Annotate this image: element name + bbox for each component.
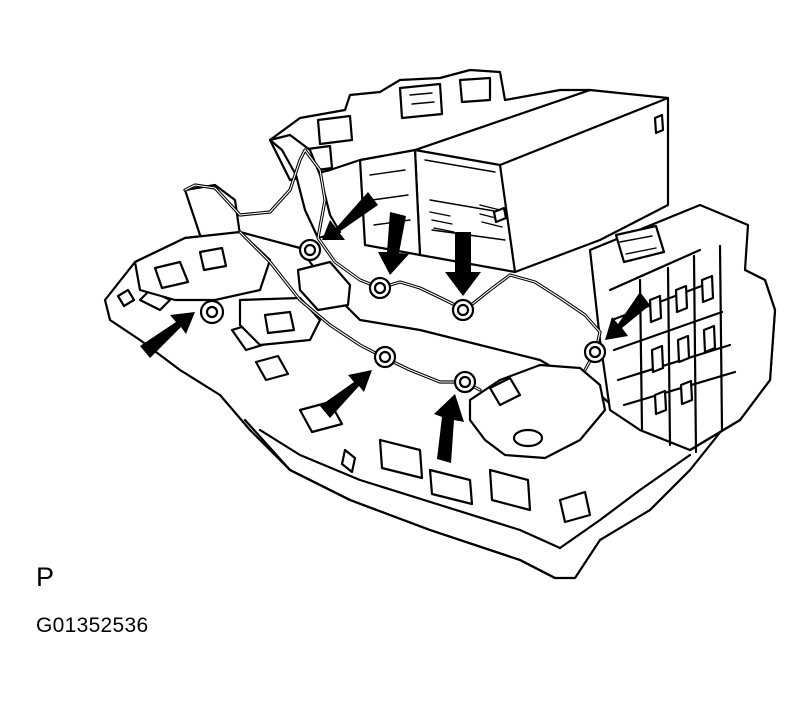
arrow-icon bbox=[320, 370, 372, 418]
clip-upper-left bbox=[298, 238, 322, 262]
control-unit-box bbox=[358, 88, 670, 274]
clip-lower-mid bbox=[373, 345, 397, 369]
arrow-icon bbox=[140, 312, 195, 358]
arrow-icon bbox=[445, 232, 481, 296]
arrow-icon bbox=[322, 192, 378, 240]
arrow-icon bbox=[605, 292, 650, 340]
clip-lower-right bbox=[453, 370, 477, 394]
clip-upper-mid bbox=[368, 276, 392, 300]
figure-id: G01352536 bbox=[36, 614, 149, 637]
right-ribbed-panel bbox=[588, 203, 777, 454]
upper-connector-block bbox=[268, 68, 592, 182]
view-label: P bbox=[36, 562, 55, 592]
right-lower-bracket bbox=[468, 363, 607, 460]
clip-upper-right bbox=[451, 298, 475, 322]
clip-right-end bbox=[583, 340, 607, 364]
arrow-icon bbox=[434, 394, 464, 463]
arrow-icon bbox=[378, 212, 409, 275]
clip-left-bracket bbox=[199, 299, 225, 325]
